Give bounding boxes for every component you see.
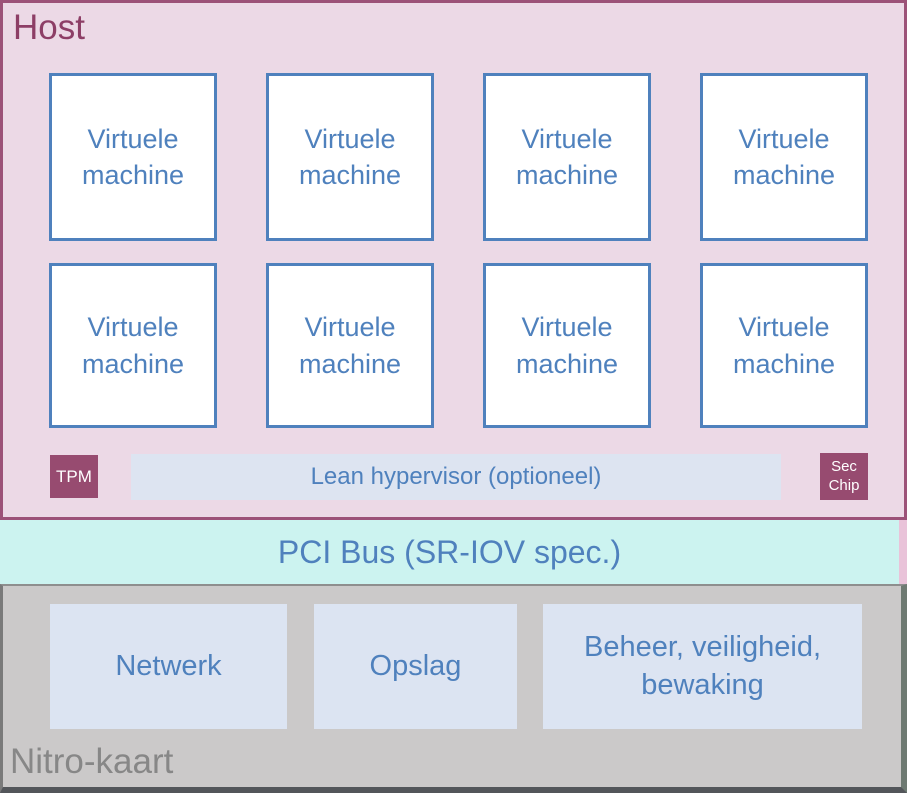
virtual-machine-box: Virtuele machine <box>483 263 651 428</box>
virtual-machine-label: Virtuele machine <box>515 312 619 379</box>
virtual-machine-label: Virtuele machine <box>81 312 185 379</box>
virtual-machine-label: Virtuele machine <box>515 123 619 190</box>
nitro-card-label: Nitro-kaart <box>10 741 174 781</box>
virtual-machine-box: Virtuele machine <box>700 73 868 241</box>
virtual-machine-label: Virtuele machine <box>81 123 185 190</box>
security-chip-label-line1: Sec <box>831 457 857 475</box>
tpm-label: TPM <box>56 466 92 486</box>
security-chip: Sec Chip <box>820 453 868 500</box>
management-security-monitoring-module-box: Beheer, veiligheid, bewaking <box>543 604 862 729</box>
nitro-card-container: Netwerk Opslag Beheer, veiligheid, bewak… <box>0 584 907 793</box>
virtual-machine-label: Virtuele machine <box>732 312 836 379</box>
virtual-machine-box: Virtuele machine <box>700 263 868 428</box>
virtual-machine-label: Virtuele machine <box>732 123 836 190</box>
pci-bus-bar: PCI Bus (SR-IOV spec.) <box>0 520 907 584</box>
host-label: Host <box>13 8 85 47</box>
virtual-machine-box: Virtuele machine <box>49 263 217 428</box>
network-module-label: Netwerk <box>115 649 222 682</box>
host-container: Host Virtuele machine Virtuele machine V… <box>0 0 907 520</box>
virtual-machine-label: Virtuele machine <box>298 123 402 190</box>
virtual-machine-label: Virtuele machine <box>298 312 402 379</box>
storage-module-box: Opslag <box>314 604 517 729</box>
lean-hypervisor-label: Lean hypervisor (optioneel) <box>310 463 602 490</box>
tpm-chip: TPM <box>50 455 98 498</box>
virtual-machine-box: Virtuele machine <box>266 263 434 428</box>
virtual-machine-box: Virtuele machine <box>266 73 434 241</box>
management-security-monitoring-module-label: Beheer, veiligheid, bewaking <box>584 630 821 701</box>
virtual-machine-box: Virtuele machine <box>49 73 217 241</box>
storage-module-label: Opslag <box>369 649 462 682</box>
pci-bus-label: PCI Bus (SR-IOV spec.) <box>277 533 622 570</box>
lean-hypervisor-bar: Lean hypervisor (optioneel) <box>131 454 781 500</box>
network-module-box: Netwerk <box>50 604 287 729</box>
security-chip-label-line2: Chip <box>828 476 860 494</box>
virtual-machine-box: Virtuele machine <box>483 73 651 241</box>
